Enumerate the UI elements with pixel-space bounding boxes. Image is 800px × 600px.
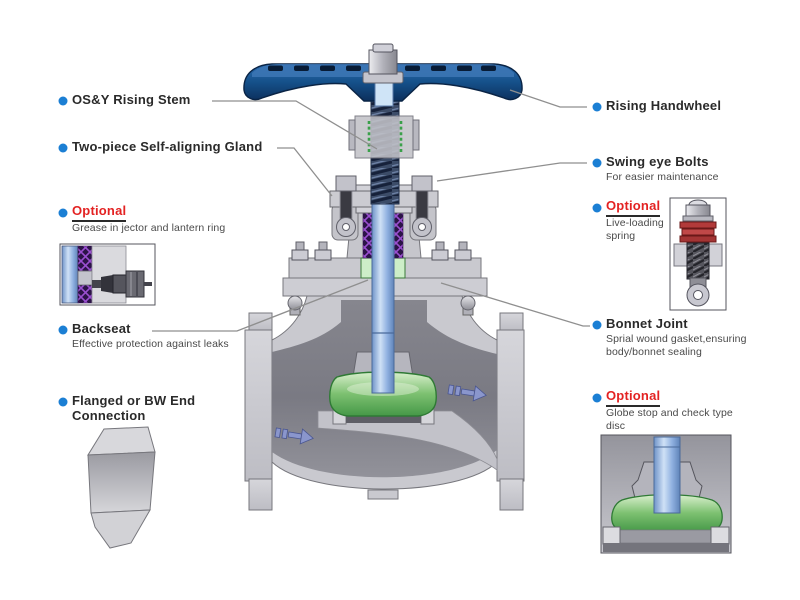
callout-swing-eye-bolts-desc: For easier maintenance [606, 171, 719, 183]
callout-optional-spring: Optional [606, 198, 661, 217]
callout-optional-spring-desc: Live-loading spring [606, 217, 664, 242]
disc-and-stem [329, 202, 437, 417]
callout-optional-grease-desc: Grease in jector and lantern ring [72, 222, 226, 234]
callout-optional-grease: Optional [72, 203, 127, 222]
optional-label: Optional [72, 203, 127, 222]
flow-arrow-right [447, 384, 487, 402]
callout-osy-rising-stem: OS&Y Rising Stem [72, 92, 191, 107]
callout-bonnet-joint: Bonnet Joint [606, 316, 688, 331]
inset-live-loading-spring [669, 197, 727, 311]
callout-flanged-bw-end: Flanged or BW End Connection [72, 393, 196, 423]
callout-gland: Two-piece Self-aligning Gland [72, 139, 263, 154]
optional-label: Optional [606, 388, 661, 407]
optional-label: Optional [606, 198, 661, 217]
bullet-icon [592, 393, 602, 403]
bullet-icon [592, 158, 602, 168]
bullet-icon [592, 102, 602, 112]
bw-end-picture [87, 426, 156, 549]
callout-backseat: Backseat [72, 321, 131, 336]
stem-and-handwheel [243, 43, 523, 205]
handwheel-grip-slots [268, 65, 496, 71]
callout-optional-disc-desc: Globe stop and check type disc [606, 407, 733, 432]
leader-lines [152, 89, 590, 332]
callout-rising-handwheel: Rising Handwheel [606, 98, 722, 113]
inset-grease-injector [59, 243, 156, 306]
callout-backseat-desc: Effective protection against leaks [72, 338, 229, 350]
bullet-icon [58, 208, 68, 218]
bullet-icon [592, 320, 602, 330]
bullet-icon [58, 397, 68, 407]
inset-check-disc [600, 434, 732, 554]
bullet-icon [58, 143, 68, 153]
callout-swing-eye-bolts: Swing eye Bolts [606, 154, 709, 169]
bullet-icon [592, 203, 602, 213]
callout-bonnet-joint-desc: Sprial wound gasket,ensuring body/bonnet… [606, 333, 747, 358]
flow-arrow-left [274, 427, 314, 445]
bullet-icon [58, 96, 68, 106]
callout-optional-disc: Optional [606, 388, 661, 407]
callout-bullet-icons [58, 96, 602, 407]
bullet-icon [58, 325, 68, 335]
